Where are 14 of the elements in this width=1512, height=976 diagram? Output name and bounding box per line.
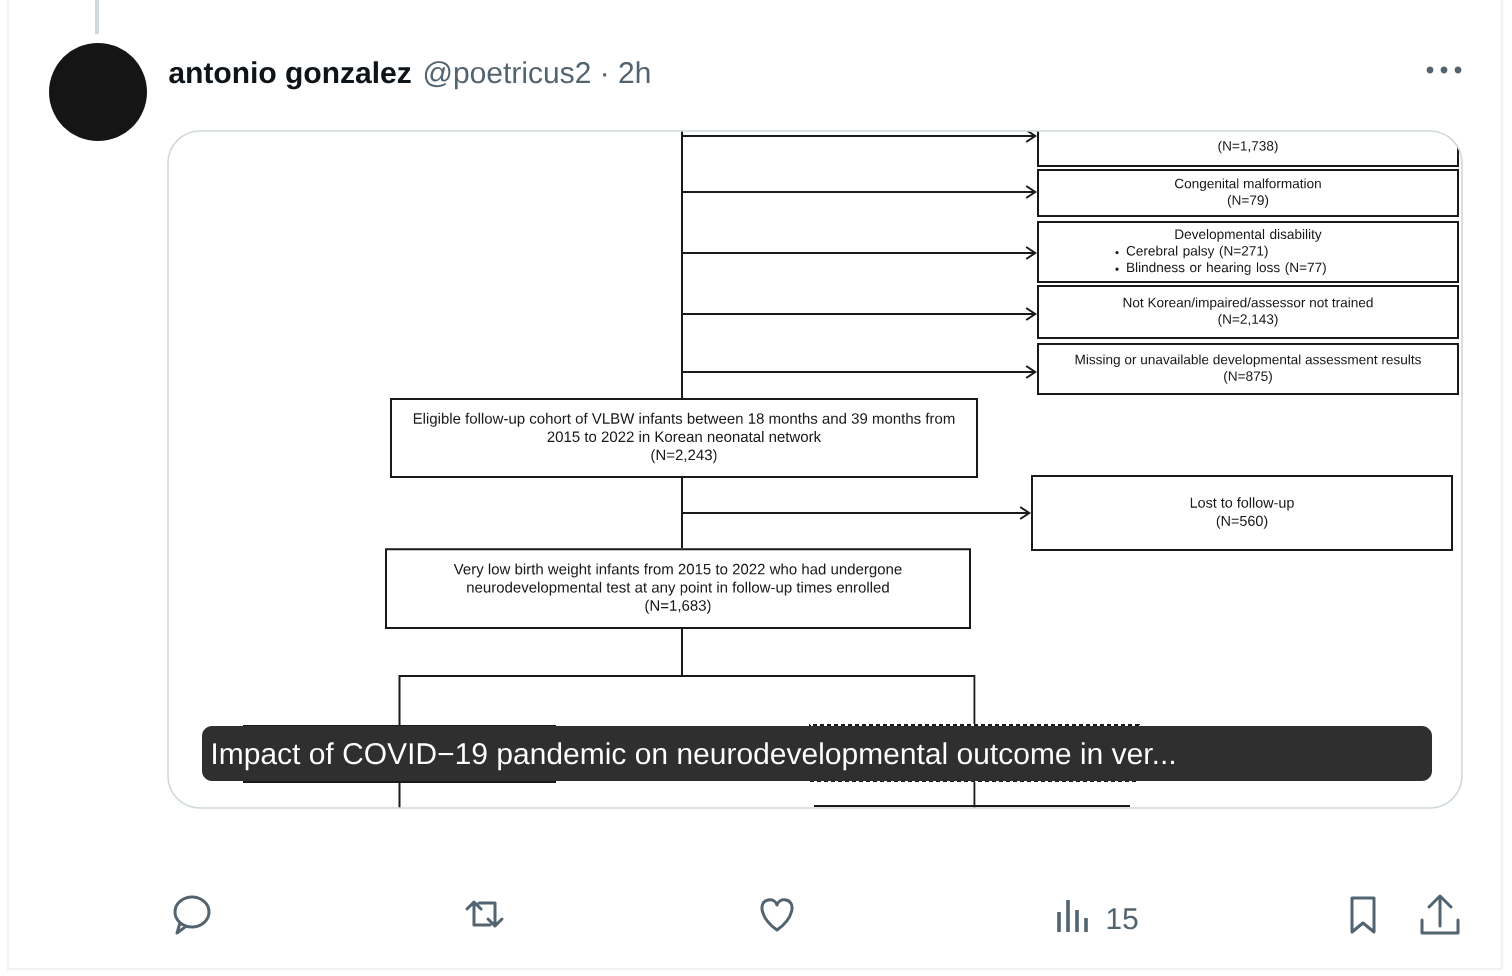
- connector-line: [973, 781, 976, 808]
- author-name: antonio gonzalez: [169, 61, 411, 90]
- connector-line: [681, 477, 683, 550]
- view-count: 15: [1107, 908, 1138, 930]
- author-handle: @poetricus2 · 2h: [424, 61, 650, 90]
- arrow: [681, 246, 1037, 260]
- caption-bar: Impact of COVID−19 pandemic on neurodevelopmental outcome in ver...: [202, 726, 1432, 781]
- arrow: [681, 185, 1037, 199]
- connector-line: [681, 131, 683, 399]
- arrow: [681, 131, 1037, 143]
- connector-line: [681, 628, 976, 725]
- arrow: [681, 365, 1037, 379]
- arrow: [681, 307, 1037, 321]
- connector-line: [398, 782, 401, 808]
